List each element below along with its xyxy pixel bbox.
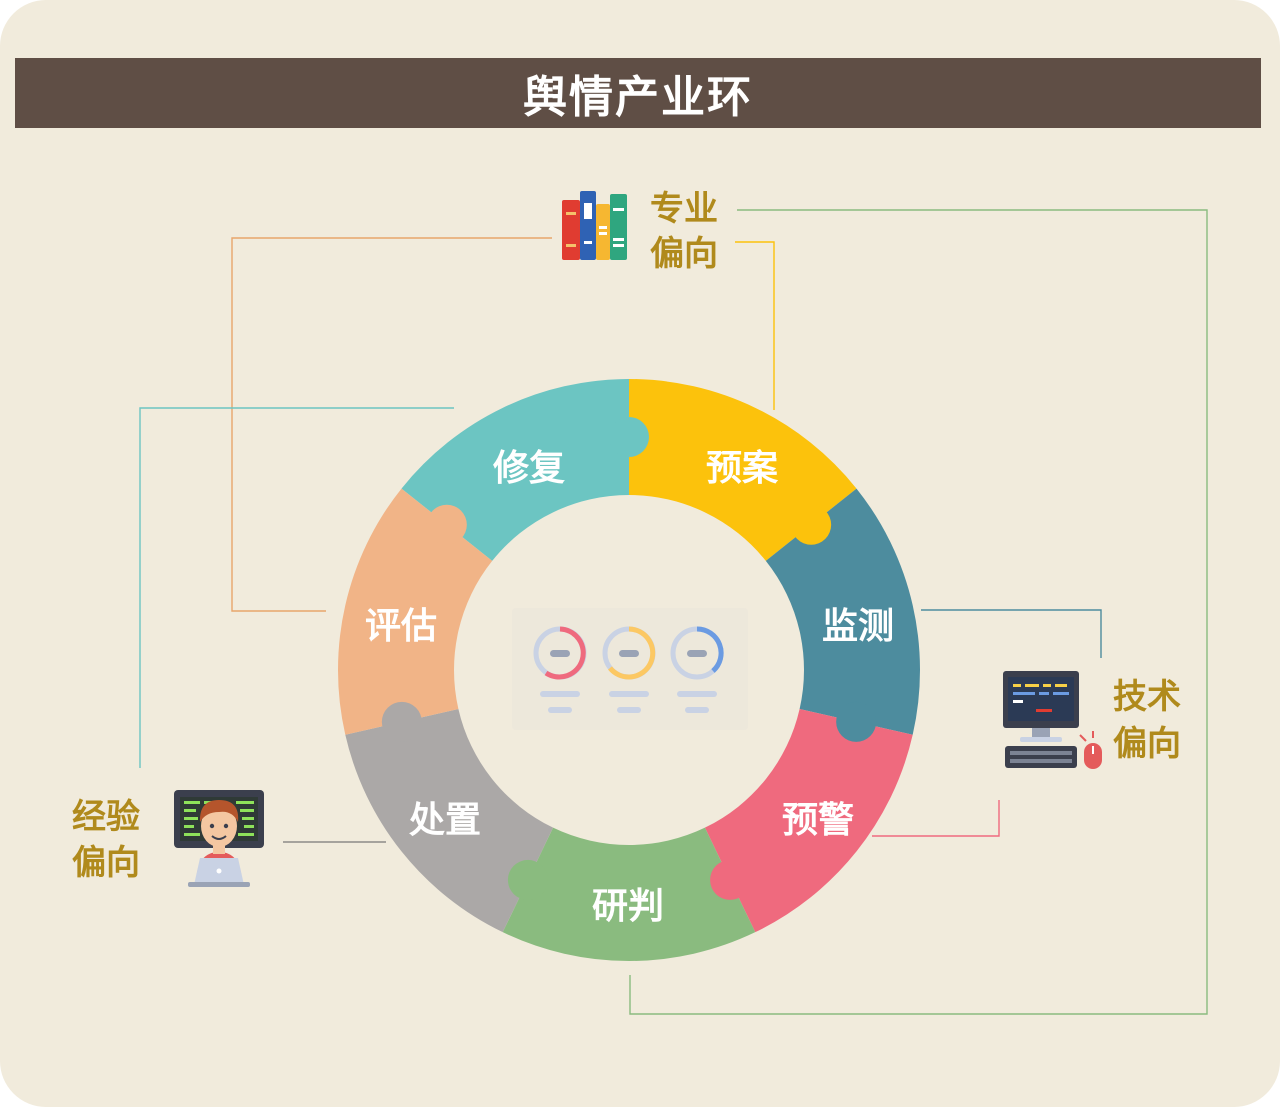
connector-professional-analysis [629, 209, 1208, 1015]
technical-label-line2: 偏向 [1113, 724, 1181, 764]
connector-technical-warning [872, 800, 1000, 837]
computer-icon [1003, 671, 1102, 769]
person-laptop-icon [174, 790, 264, 887]
title-bar: 舆情产业环 [15, 58, 1261, 128]
ring-segment-warning [704, 708, 913, 933]
ring-segment-monitor [765, 488, 920, 735]
connector-experience-repair [139, 407, 454, 768]
puzzle-knob-warning [836, 701, 877, 742]
connector-lines [139, 209, 1208, 1015]
puzzle-knob-evaluation [381, 701, 422, 742]
puzzle-knob-monitor [791, 504, 832, 545]
connector-technical-monitor [921, 609, 1102, 658]
page-title: 舆情产业环 [523, 72, 753, 123]
segment-label-evaluation: 评估 [365, 606, 437, 647]
connector-professional-plan [735, 241, 775, 410]
ring-segment-handling [345, 708, 554, 933]
dashboard-gauges-icon [512, 608, 748, 730]
segment-label-warning: 预警 [782, 800, 854, 841]
puzzle-knob-plan [609, 417, 649, 457]
books-icon [562, 191, 627, 260]
puzzle-knob-handling [507, 859, 548, 900]
puzzle-ring [338, 379, 920, 961]
segment-label-monitor: 监测 [822, 606, 894, 647]
puzzle-knob-analysis [710, 859, 751, 900]
connector-professional-evaluation [231, 237, 552, 612]
professional-label-line2: 偏向 [650, 234, 718, 274]
experience-label-line2: 偏向 [72, 843, 140, 883]
segment-label-plan: 预案 [706, 448, 779, 489]
technical-label-line1: 技术 [1113, 677, 1181, 717]
segment-label-analysis: 研判 [592, 886, 664, 927]
professional-label-line1: 专业 [650, 189, 718, 229]
segment-label-handling: 处置 [409, 800, 481, 841]
ring-segment-evaluation [338, 488, 493, 735]
experience-label-line1: 经验 [72, 797, 140, 837]
puzzle-knob-repair [426, 504, 467, 545]
segment-label-repair: 修复 [493, 448, 565, 489]
ring-segment-analysis [502, 827, 756, 961]
